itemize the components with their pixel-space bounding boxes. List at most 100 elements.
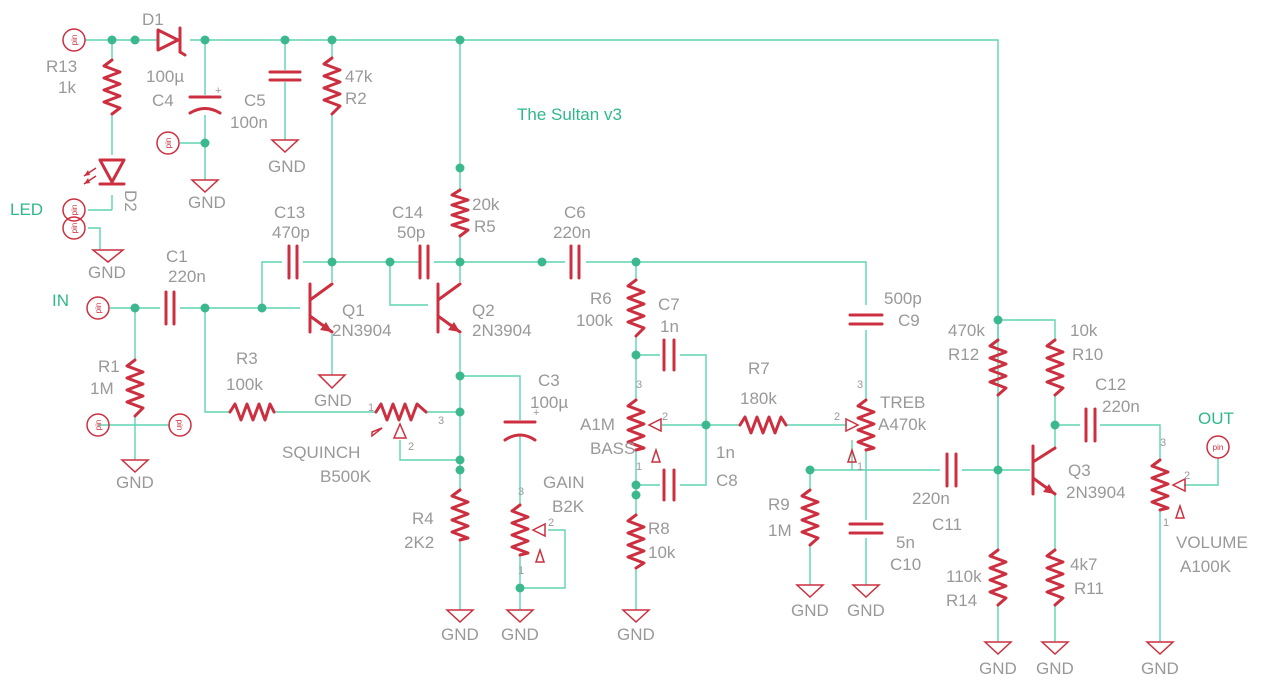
pin-label: pin — [1213, 443, 1224, 452]
gnd-label: GND — [1036, 659, 1074, 678]
label-q3-name: Q3 — [1068, 461, 1091, 480]
capacitor-c9 — [848, 313, 884, 326]
gnd-label: GND — [441, 625, 479, 644]
capacitor-c13 — [287, 244, 299, 280]
label-c13-name: C13 — [274, 203, 305, 222]
label-r2-name: R2 — [345, 89, 367, 108]
capacitor-c14 — [418, 244, 430, 280]
label-c13-value: 470p — [272, 223, 310, 242]
capacitors: + + — [164, 70, 1097, 535]
label-r6-name: R6 — [590, 289, 612, 308]
capacitor-c3: + — [503, 407, 539, 442]
svg-text:+: + — [215, 85, 221, 97]
label-squinch-name: SQUINCH — [282, 443, 360, 462]
label-c1-value: 220n — [168, 267, 206, 286]
label-treb-value: A470k — [878, 415, 927, 434]
label-volume-value: A100K — [1180, 557, 1232, 576]
gnd-label: GND — [847, 601, 885, 620]
transistor-q1 — [308, 282, 334, 334]
net-label-in: IN — [52, 291, 69, 310]
resistor-r3 — [228, 402, 276, 422]
label-c5-value: 100n — [230, 113, 268, 132]
label-c11-name: C11 — [932, 515, 962, 534]
label-r3-value: 100k — [226, 375, 263, 394]
svg-text:2: 2 — [408, 441, 414, 453]
gnd-label: GND — [1141, 659, 1179, 678]
pin-connector-r1-right: pin — [168, 413, 192, 437]
label-r10-name: R10 — [1072, 345, 1103, 364]
label-c14-value: 50p — [397, 223, 425, 242]
transistors — [308, 282, 1057, 496]
resistor-r12 — [988, 338, 1008, 397]
pin-connector-out: pin — [1206, 435, 1230, 459]
label-q2-name: Q2 — [472, 301, 495, 320]
label-d2: D2 — [121, 190, 140, 212]
label-r13-name: R13 — [46, 57, 77, 76]
label-r9-value: 1M — [768, 521, 792, 540]
svg-text:1: 1 — [636, 461, 642, 473]
capacitor-c10 — [848, 522, 884, 535]
pin-connector-led-b: pin — [62, 216, 86, 240]
svg-text:2: 2 — [548, 517, 554, 529]
pin-connector-led-a: pin — [62, 198, 86, 222]
pin-label: pin — [94, 303, 103, 314]
capacitor-c8 — [662, 468, 676, 502]
svg-text:1: 1 — [1163, 517, 1169, 529]
capacitor-c6 — [569, 244, 581, 280]
diodes — [83, 26, 187, 186]
label-r12-value: 470k — [948, 321, 985, 340]
schematic-title: The Sultan v3 — [517, 105, 622, 124]
capacitor-c7 — [662, 338, 676, 372]
label-r11-value: 4k7 — [1070, 555, 1097, 574]
label-c7-name: C7 — [658, 295, 680, 314]
net-label-out: OUT — [1198, 409, 1234, 428]
svg-text:2: 2 — [662, 411, 668, 423]
resistor-r13 — [102, 58, 122, 116]
label-c3-value: 100µ — [530, 393, 568, 412]
gnd-label: GND — [116, 473, 154, 492]
diode-d1 — [156, 26, 187, 57]
label-squinch-value: B500K — [320, 467, 372, 486]
label-q3-value: 2N3904 — [1066, 483, 1126, 502]
label-c7-value: 1n — [660, 317, 679, 336]
gnd-label: GND — [617, 625, 655, 644]
svg-text:1: 1 — [857, 461, 863, 473]
pin-connector-c4: pin — [156, 131, 180, 155]
capacitor-c5 — [268, 70, 302, 82]
label-c5-name: C5 — [244, 91, 266, 110]
label-r11-name: R11 — [1074, 579, 1104, 598]
label-c12-value: 220n — [1102, 397, 1140, 416]
resistor-r2 — [322, 56, 342, 116]
label-q2-value: 2N3904 — [472, 321, 532, 340]
label-gain-value: B2K — [552, 497, 585, 516]
capacitor-c1 — [164, 290, 176, 326]
capacitor-c11 — [945, 452, 958, 488]
resistor-r11 — [1045, 548, 1065, 607]
gnd-label: GND — [314, 391, 352, 410]
label-q1-name: Q1 — [342, 301, 365, 320]
label-r4-name: R4 — [412, 509, 434, 528]
label-c10-value: 5n — [896, 533, 915, 552]
pin-label: pin — [70, 35, 79, 46]
label-volume-name: VOLUME — [1176, 533, 1248, 552]
label-gain-name: GAIN — [543, 473, 585, 492]
label-r7-value: 180k — [740, 389, 777, 408]
label-r9-name: R9 — [768, 495, 790, 514]
gnd-label: GND — [88, 263, 126, 282]
label-r14-name: R14 — [946, 591, 977, 610]
labels: The Sultan v3 LED IN OUT D1 D2 R13 1k 10… — [10, 10, 1248, 610]
label-c8-value: 1n — [716, 443, 735, 462]
pot-volume: 3 2 1 — [1150, 437, 1190, 529]
resistor-r6 — [626, 278, 646, 338]
resistor-r4 — [450, 488, 470, 542]
pin-connector-in: pin — [86, 296, 110, 320]
svg-text:3: 3 — [636, 379, 642, 391]
label-r1-value: 1M — [90, 379, 114, 398]
pin-connectors: pin pin pin pin pin pin pin pin — [62, 28, 1230, 459]
label-r6-value: 100k — [576, 311, 613, 330]
pin-connector-r13: pin — [62, 28, 86, 52]
pin-label: pin — [175, 420, 184, 431]
label-c14-name: C14 — [392, 203, 423, 222]
gnd-label: GND — [791, 601, 829, 620]
